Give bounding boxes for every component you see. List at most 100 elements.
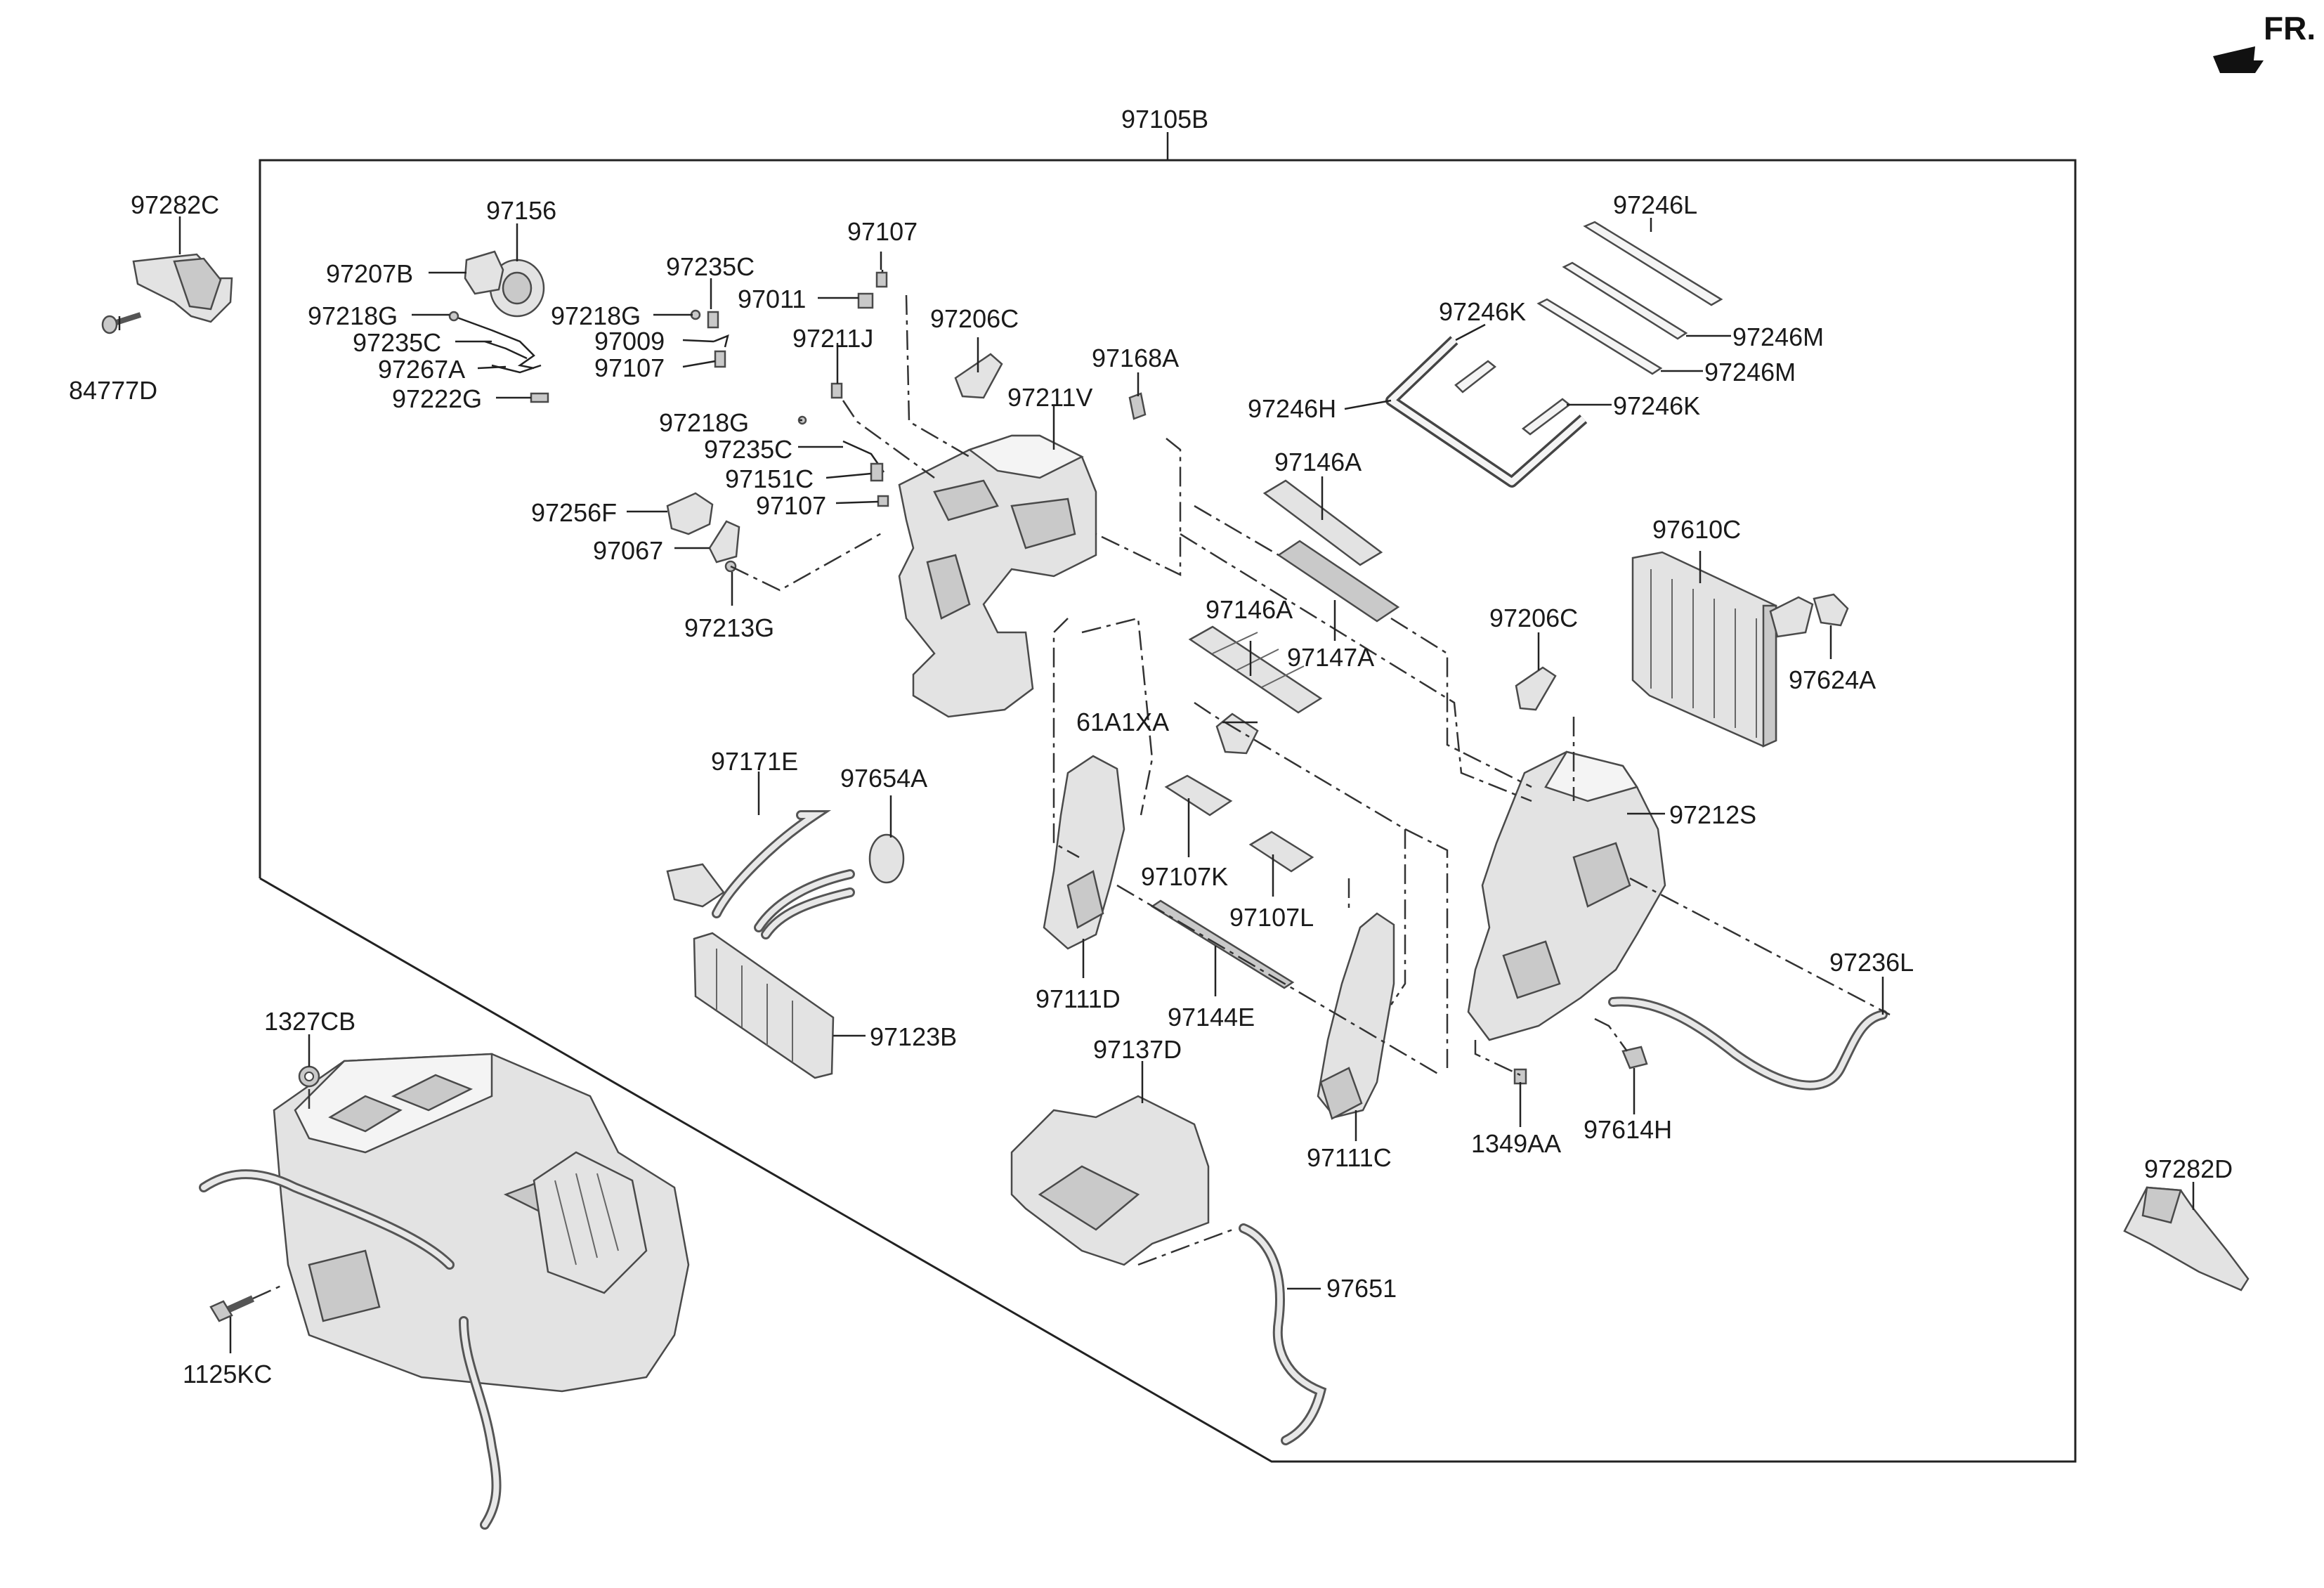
label-97009: 97009 [594, 327, 665, 356]
label-1349AA: 1349AA [1471, 1129, 1561, 1158]
label-97107K: 97107K [1141, 862, 1228, 891]
part-97147A-filter [1277, 540, 1400, 623]
part-97246L-seal [1583, 221, 1723, 306]
part-97111C-side-case [1317, 912, 1395, 1120]
label-97067: 97067 [593, 536, 663, 565]
part-97236L-drain-hose [1608, 996, 1888, 1091]
label-97144E: 97144E [1168, 1003, 1255, 1031]
front-direction-label: FR. [2264, 10, 2316, 46]
part-1349AA-clip [1513, 1068, 1527, 1085]
label-97151C: 97151C [725, 464, 814, 493]
label-1327CB: 1327CB [264, 1007, 355, 1036]
label-97236L: 97236L [1829, 948, 1914, 977]
label-97168A: 97168A [1092, 344, 1179, 372]
label-97107-a: 97107 [847, 217, 918, 246]
part-97146A-filter-lower [1188, 625, 1323, 714]
label-97111C: 97111C [1307, 1143, 1392, 1172]
part-97123B-heater-core [693, 932, 835, 1079]
part-97282D-duct [2123, 1186, 2250, 1291]
part-rods-middle [797, 415, 889, 507]
label-97246K-a: 97246K [1439, 297, 1526, 326]
label-97123B: 97123B [870, 1022, 957, 1051]
part-97111D-side-case [1043, 755, 1125, 950]
label-97011: 97011 [738, 285, 806, 313]
part-97211J-clip [830, 382, 843, 399]
label-97211J: 97211J [792, 324, 873, 353]
label-97235C: 97235C [353, 328, 441, 357]
part-hvac-assembly [199, 1053, 690, 1530]
label-97207B: 97207B [326, 259, 413, 288]
part-labels: 97282C 84777D 97156 97207B 97218G 97235C… [69, 190, 2233, 1388]
part-97206C-flap-right [1515, 666, 1557, 711]
part-1327CB-nut [298, 1065, 320, 1088]
label-97107-b: 97107 [594, 353, 665, 382]
label-97156: 97156 [486, 196, 556, 225]
part-97235C-97009-small [690, 270, 888, 368]
part-link-rods-left [448, 311, 549, 403]
assembly-frame: 97105B [259, 105, 2077, 1463]
label-97246M-a: 97246M [1732, 323, 1824, 351]
part-97610C-evaporator [1631, 551, 1814, 748]
label-97218G: 97218G [308, 301, 398, 330]
label-97171E: 97171E [711, 747, 798, 776]
label-97282D: 97282D [2144, 1154, 2233, 1183]
label-97137D: 97137D [1093, 1035, 1182, 1064]
part-97246K-seal-1 [1454, 360, 1497, 393]
label-97111D: 97111D [1036, 984, 1121, 1013]
label-97147A: 97147A [1287, 643, 1374, 672]
part-97624A-valve [1813, 593, 1849, 627]
label-97235C-b: 97235C [666, 252, 755, 281]
part-97651-drain-hose [1239, 1223, 1327, 1445]
label-97222G: 97222G [392, 384, 482, 413]
label-97146A-b: 97146A [1206, 595, 1293, 624]
label-97624A: 97624A [1789, 665, 1876, 694]
part-97207B-actuator [464, 250, 504, 295]
label-97267A: 97267A [378, 355, 465, 384]
part-97067-link [708, 520, 740, 564]
part-97246M-seal-2 [1536, 298, 1663, 375]
assembly-guide-lines [252, 294, 1891, 1300]
part-97211V-upper-housing [898, 434, 1097, 718]
label-97651: 97651 [1326, 1274, 1397, 1303]
part-97107L-door [1248, 831, 1314, 873]
part-1125KC-bolt [209, 1295, 255, 1322]
part-97654A-grommet [868, 833, 905, 884]
part-97282C-duct-bracket [132, 253, 233, 323]
label-97246K-b: 97246K [1613, 391, 1700, 420]
part-97171E-pipe [666, 810, 855, 939]
front-direction-indicator: FR. [2213, 10, 2316, 73]
assembly-label: 97105B [1121, 105, 1208, 134]
part-97168A-clip [1128, 392, 1147, 420]
part-97107K-door [1164, 774, 1233, 816]
part-97614H-sensor [1621, 1046, 1648, 1069]
label-97211V: 97211V [1007, 383, 1092, 412]
leader-lines [118, 216, 2195, 1353]
label-97213G: 97213G [684, 613, 774, 642]
label-97107-c: 97107 [756, 491, 826, 520]
part-97137D-lower-case [1010, 1095, 1210, 1266]
label-97610C: 97610C [1652, 515, 1741, 544]
label-97246M-b: 97246M [1704, 358, 1796, 386]
part-97246H-seal-loop [1385, 336, 1588, 488]
part-84777D-screw [101, 312, 142, 334]
front-arrow-icon [2213, 46, 2264, 73]
label-97282C: 97282C [131, 190, 219, 219]
part-97212S-lower-housing [1467, 750, 1666, 1041]
label-97206C-b: 97206C [1489, 604, 1578, 632]
label-1125KC: 1125KC [183, 1360, 272, 1388]
label-97246L: 97246L [1613, 190, 1697, 219]
part-61A1XA-bracket [1215, 712, 1259, 755]
part-97144E-seal-strip [1150, 899, 1295, 989]
part-97246M-seal-1 [1562, 261, 1688, 340]
label-97235C-c: 97235C [704, 435, 792, 464]
label-97218G-c: 97218G [659, 408, 749, 437]
part-97246K-seal-2 [1521, 398, 1572, 436]
label-97107L: 97107L [1229, 903, 1314, 932]
label-97212S: 97212S [1669, 800, 1756, 829]
label-97256F: 97256F [531, 498, 617, 527]
part-97256F-actuator [666, 492, 714, 535]
part-97206C-flap-top [954, 353, 1003, 399]
label-97654A: 97654A [840, 764, 927, 793]
label-97246H: 97246H [1248, 394, 1336, 423]
